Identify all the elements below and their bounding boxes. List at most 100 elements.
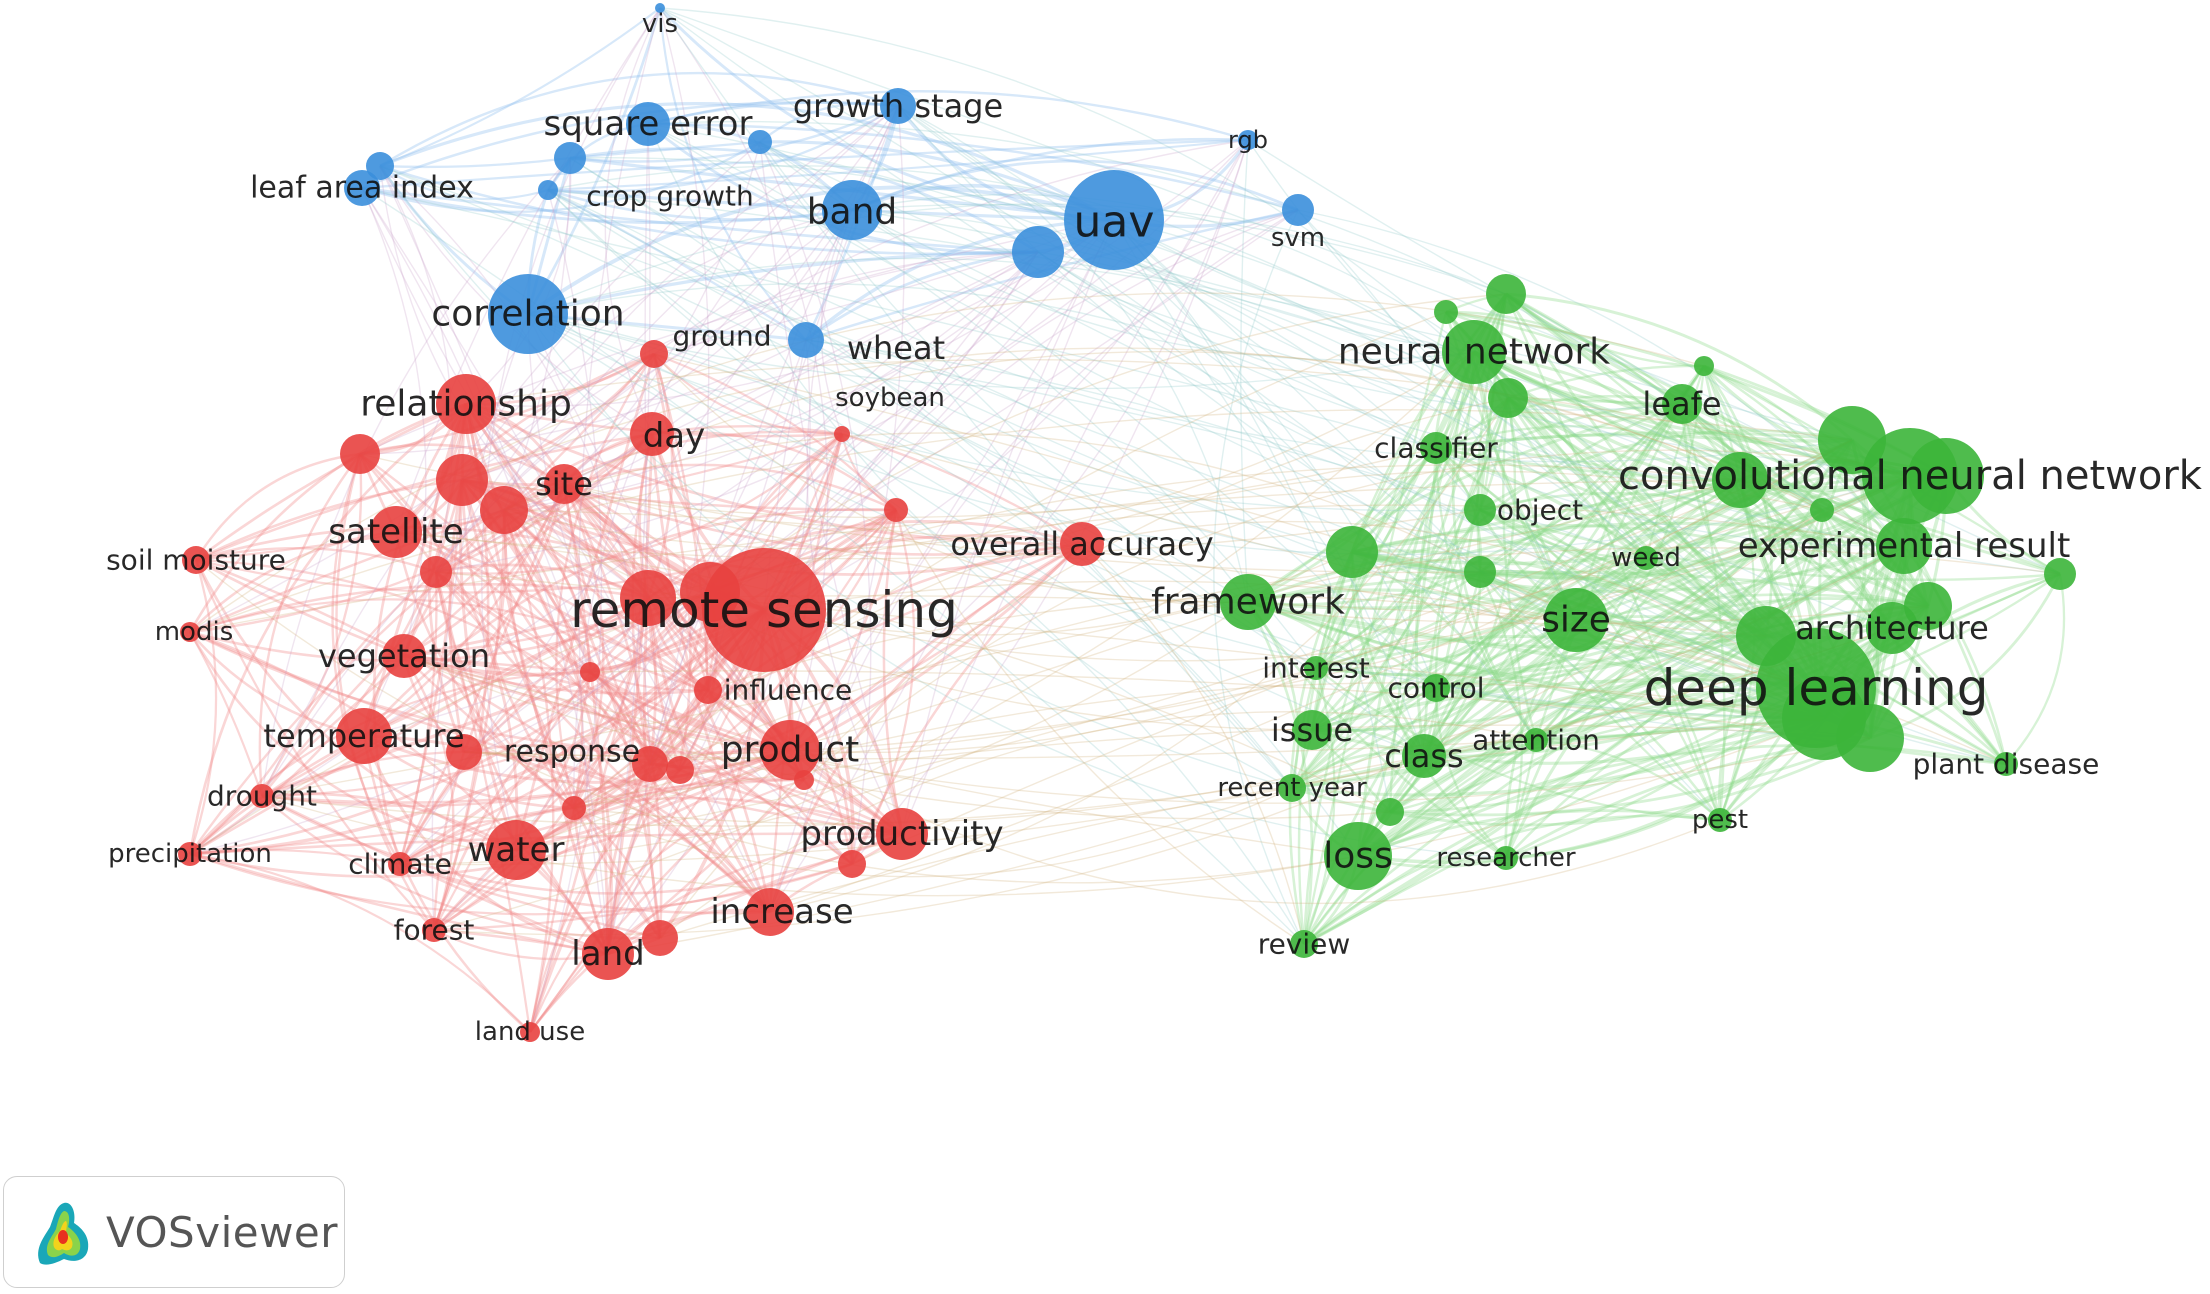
node-bubble[interactable]	[1486, 274, 1526, 314]
node-overall-accuracy[interactable]	[1060, 522, 1104, 566]
node-label-band[interactable]: band	[807, 192, 898, 233]
node-bubble[interactable]	[620, 570, 676, 626]
node-bubble[interactable]	[1464, 556, 1496, 588]
node-attention[interactable]	[1524, 728, 1548, 752]
node-bubble[interactable]	[1694, 356, 1714, 376]
node-label-satellite[interactable]: satellite	[328, 512, 463, 552]
node-label-forest[interactable]: forest	[394, 914, 475, 947]
node-label-influence[interactable]: influence	[724, 674, 853, 707]
node-leaf-area-index[interactable]	[344, 170, 380, 206]
node-product[interactable]	[760, 720, 820, 780]
node-label-precipitation[interactable]: precipitation	[108, 839, 272, 869]
node-label-relationship[interactable]: relationship	[360, 384, 572, 425]
node-temperature[interactable]	[336, 708, 392, 764]
node-label-square-error[interactable]: square error	[544, 104, 753, 144]
node-label-weed[interactable]: weed	[1611, 543, 1681, 573]
node-site[interactable]	[544, 464, 584, 504]
node-bubble[interactable]	[554, 142, 586, 174]
node-label-recent-year[interactable]: recent year	[1217, 773, 1367, 803]
node-classifier[interactable]	[1420, 432, 1452, 464]
node-label-correlation[interactable]: correlation	[431, 294, 624, 335]
node-bubble[interactable]	[2044, 558, 2076, 590]
node-bubble[interactable]	[1434, 300, 1458, 324]
node-band[interactable]	[822, 180, 882, 240]
node-correlation[interactable]	[488, 274, 568, 354]
node-bubble[interactable]	[366, 152, 394, 180]
node-label-leaf-area-index[interactable]: leaf area index	[250, 171, 474, 206]
node-researcher[interactable]	[1494, 846, 1518, 870]
node-label-drought[interactable]: drought	[207, 780, 317, 813]
node-bubble[interactable]	[838, 850, 866, 878]
node-modis[interactable]	[180, 622, 200, 642]
node-label-site[interactable]: site	[535, 465, 593, 503]
node-label-soybean[interactable]: soybean	[835, 383, 945, 413]
node-size[interactable]	[1544, 588, 1608, 652]
node-bubble[interactable]	[642, 920, 678, 956]
node-label-pest[interactable]: pest	[1692, 805, 1748, 835]
node-label-class[interactable]: class	[1384, 737, 1463, 775]
node-bubble[interactable]	[1810, 498, 1834, 522]
node-neural-network[interactable]	[1442, 320, 1506, 384]
node-issue[interactable]	[1292, 710, 1332, 750]
node-bubble[interactable]	[632, 746, 668, 782]
node-label-climate[interactable]: climate	[348, 848, 452, 881]
node-label-control[interactable]: control	[1387, 672, 1484, 705]
node-precipitation[interactable]	[178, 842, 202, 866]
node-label-neural-network[interactable]: neural network	[1338, 332, 1610, 373]
node-land-use[interactable]	[520, 1022, 540, 1042]
node-day[interactable]	[630, 412, 674, 456]
node-bubble[interactable]	[340, 434, 380, 474]
node-bubble[interactable]	[1326, 526, 1378, 578]
node-weed[interactable]	[1634, 546, 1658, 570]
node-label-response[interactable]: response	[504, 735, 640, 770]
node-recent-year[interactable]	[1278, 774, 1306, 802]
node-bubble[interactable]	[1012, 226, 1064, 278]
node-remote-sensing[interactable]	[702, 548, 826, 672]
node-label-wheat[interactable]: wheat	[847, 329, 945, 367]
node-label-crop-growth[interactable]: crop growth	[586, 180, 754, 213]
node-architecture[interactable]	[1866, 602, 1918, 654]
node-deep-learning[interactable]	[1756, 628, 1876, 748]
node-framework[interactable]	[1220, 574, 1276, 630]
node-label-framework[interactable]: framework	[1151, 582, 1345, 623]
node-label-experimental-result[interactable]: experimental result	[1738, 526, 2071, 566]
node-bubble[interactable]	[562, 796, 586, 820]
node-label-increase[interactable]: increase	[710, 892, 853, 932]
node-rgb[interactable]	[1238, 130, 1258, 150]
node-label-product[interactable]: product	[721, 730, 859, 771]
node-svm[interactable]	[1282, 194, 1314, 226]
node-label-productivity[interactable]: productivity	[800, 814, 1003, 854]
node-experimental-result[interactable]	[1876, 518, 1932, 574]
node-label-modis[interactable]: modis	[155, 617, 234, 647]
node-label-remote-sensing[interactable]: remote sensing	[570, 581, 958, 639]
node-label-vis[interactable]: vis	[642, 9, 678, 39]
node-growth-stage[interactable]	[880, 88, 916, 124]
node-label-convolutional-neural-network[interactable]: convolutional neural network	[1618, 453, 2203, 499]
node-label-object[interactable]: object	[1497, 494, 1583, 527]
node-label-loss[interactable]: loss	[1323, 836, 1393, 877]
node-bubble[interactable]	[1712, 452, 1768, 508]
node-control[interactable]	[1422, 674, 1450, 702]
node-label-temperature[interactable]: temperature	[263, 717, 464, 755]
node-label-attention[interactable]: attention	[1472, 724, 1600, 757]
node-vis[interactable]	[655, 3, 665, 13]
node-label-day[interactable]: day	[643, 416, 706, 456]
node-loss[interactable]	[1324, 822, 1392, 890]
node-class[interactable]	[1402, 734, 1446, 778]
node-vegetation[interactable]	[382, 634, 426, 678]
node-label-leafe[interactable]: leafe	[1642, 385, 1721, 423]
node-response[interactable]	[446, 734, 482, 770]
node-label-water[interactable]: water	[468, 830, 565, 870]
node-square-error[interactable]	[626, 102, 670, 146]
node-ground[interactable]	[640, 340, 668, 368]
node-bubble[interactable]	[1488, 378, 1528, 418]
node-increase[interactable]	[746, 888, 794, 936]
node-drought[interactable]	[250, 784, 274, 808]
node-soil-moisture[interactable]	[182, 546, 210, 574]
node-interest[interactable]	[1304, 656, 1328, 680]
node-review[interactable]	[1290, 930, 1318, 958]
node-uav[interactable]	[1064, 170, 1164, 270]
node-convolutional-neural-network[interactable]	[1862, 428, 1958, 524]
node-label-soil-moisture[interactable]: soil moisture	[106, 544, 286, 577]
node-label-architecture[interactable]: architecture	[1795, 609, 1989, 647]
